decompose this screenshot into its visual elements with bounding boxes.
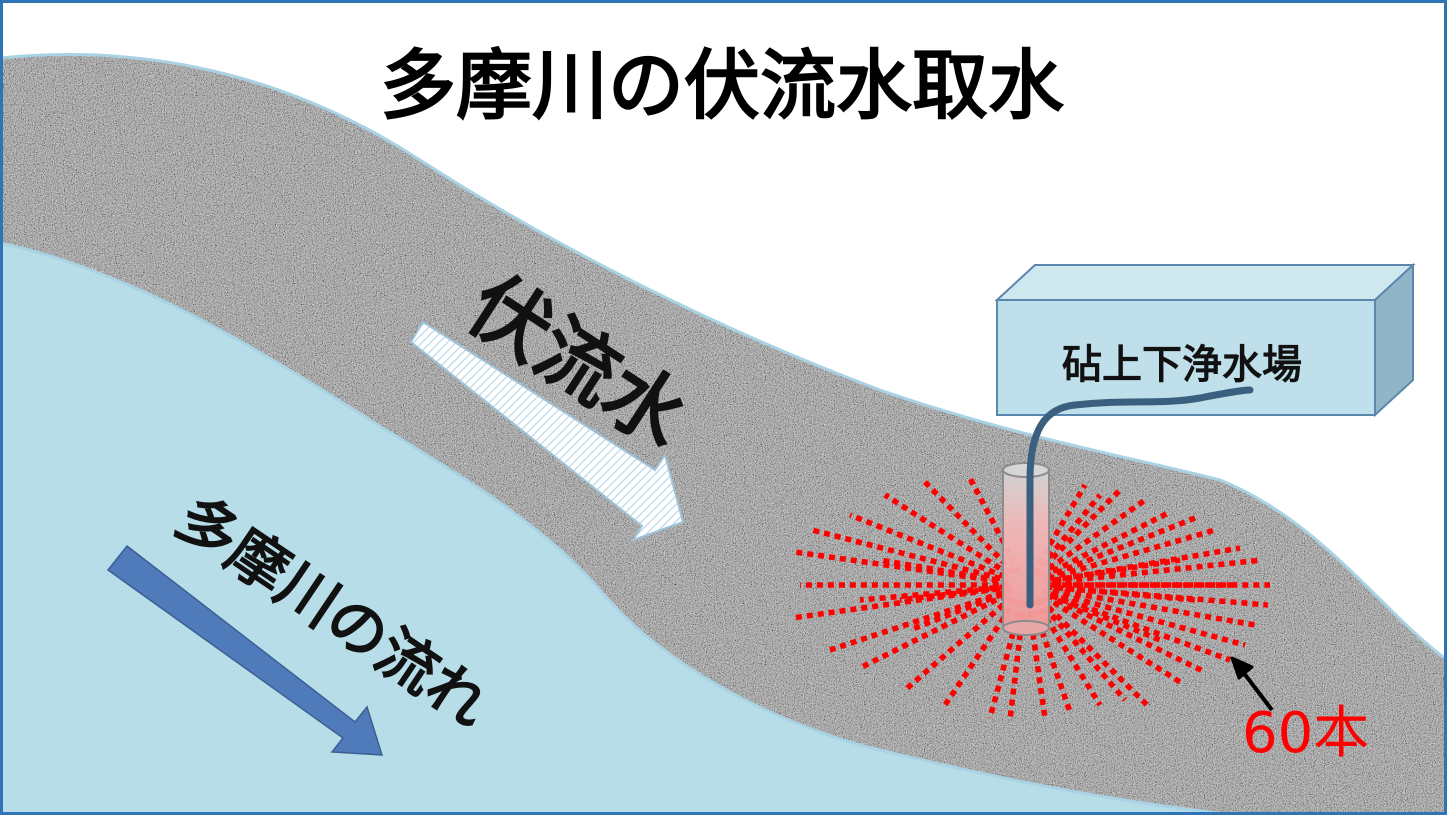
plant-name: 砧上下浄水場 bbox=[1062, 342, 1302, 388]
well-count-label: 60本 bbox=[1242, 701, 1369, 766]
collector-pipe-25 bbox=[1054, 557, 1263, 585]
well-top bbox=[1002, 462, 1050, 478]
plant-box-front bbox=[996, 299, 1376, 416]
well-shaft bbox=[1002, 469, 1050, 629]
collector-pipe-17 bbox=[1035, 597, 1128, 702]
diagram-title: 多摩川の伏流水取水 bbox=[380, 41, 1065, 130]
collector-pipe-5 bbox=[848, 512, 1006, 580]
purification-plant: 砧上下浄水場 bbox=[994, 262, 1416, 418]
collector-pipe-15 bbox=[1028, 599, 1073, 713]
collector-pipe-39 bbox=[1046, 584, 1196, 603]
collector-pipe-30 bbox=[1049, 591, 1231, 663]
collector-pipe-19 bbox=[1035, 488, 1122, 576]
river-water bbox=[0, 243, 1235, 815]
arrow-up-left-icon bbox=[1230, 656, 1274, 712]
collector-pipes bbox=[791, 476, 1270, 721]
collector-pipe-24 bbox=[1051, 545, 1241, 584]
collector-pipe-37 bbox=[909, 587, 1014, 633]
river-bank-edge bbox=[0, 241, 1236, 815]
collector-pipe-14 bbox=[1025, 600, 1048, 719]
collector-pipe-4 bbox=[829, 590, 1004, 653]
collector-pipe-32 bbox=[1043, 594, 1182, 685]
collector-pipe-11 bbox=[967, 476, 1022, 574]
collector-pipe-12 bbox=[987, 600, 1025, 719]
plant-box-top bbox=[994, 264, 1416, 301]
collector-pipe-36 bbox=[899, 584, 1012, 603]
collector-pipe-16 bbox=[1032, 597, 1103, 707]
collector-pipe-18 bbox=[1038, 597, 1152, 710]
collector-pipe-21 bbox=[1042, 509, 1172, 579]
hatched-arrow-icon bbox=[409, 320, 685, 542]
collector-pipe-41 bbox=[859, 584, 1007, 603]
collector-pipe-38 bbox=[1044, 557, 1181, 585]
well-bottom bbox=[1002, 620, 1050, 636]
intake-pipe bbox=[1026, 386, 1254, 609]
collector-pipe-28 bbox=[1053, 587, 1256, 628]
collector-pipe-13 bbox=[1007, 600, 1027, 721]
collector-pipe-29 bbox=[1051, 589, 1246, 648]
collector-pipe-8 bbox=[903, 595, 1014, 693]
collector-pipe-6 bbox=[858, 592, 1008, 671]
collector-pipe-23 bbox=[1047, 527, 1216, 582]
gravel-bed-edge bbox=[0, 53, 1447, 662]
intake-well bbox=[1002, 462, 1050, 636]
collector-pipe-7 bbox=[883, 492, 1011, 577]
collector-pipe-31 bbox=[1046, 592, 1207, 675]
arrow-down-right-icon bbox=[106, 544, 384, 756]
collector-pipe-22 bbox=[1045, 515, 1197, 580]
